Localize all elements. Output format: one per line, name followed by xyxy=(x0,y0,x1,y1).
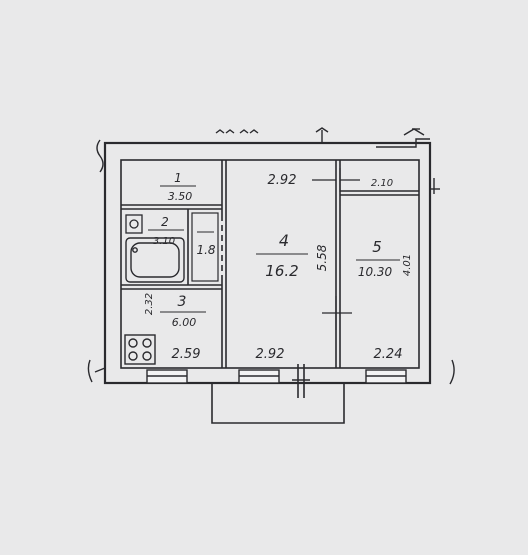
room-4-area: 16.2 xyxy=(265,262,298,280)
room-3-area: 6.00 xyxy=(172,316,197,329)
room-bath-area: 1.8 xyxy=(196,243,215,257)
room-2-number: 2 xyxy=(161,215,169,229)
room-1-number: 1 xyxy=(174,171,182,185)
stove-icon xyxy=(124,334,156,365)
room5-top-width: 2.10 xyxy=(371,178,393,189)
room-3-number: 3 xyxy=(178,294,187,310)
room-1-area: 3.50 xyxy=(168,190,193,203)
room4-length: 5.58 xyxy=(315,244,329,271)
kitchen-length: 2.32 xyxy=(144,293,155,315)
room-1-label: 1 3.50 xyxy=(160,171,196,203)
room-2-label: 2 3.10 xyxy=(148,215,184,247)
kitchen-width: 2.59 xyxy=(172,347,201,362)
room-bath-label: 1.8 xyxy=(196,231,216,257)
bottom-windows xyxy=(146,369,407,384)
room5-bottom-width: 2.24 xyxy=(374,347,403,362)
room-5-number: 5 xyxy=(372,238,382,256)
bathtub-icon xyxy=(125,237,185,283)
room-5-label: 5 10.30 xyxy=(356,238,400,279)
room-3-label: 3 6.00 xyxy=(160,294,206,329)
room4-top-width: 2.92 xyxy=(268,173,297,188)
room-4-label: 4 16.2 xyxy=(256,231,308,280)
dimension-lines xyxy=(312,168,360,330)
room-2-area: 3.10 xyxy=(153,236,175,247)
wc-outline xyxy=(191,212,219,282)
room-4-number: 4 xyxy=(279,231,289,250)
left-wall-extension xyxy=(87,139,455,385)
balcony xyxy=(211,364,345,424)
room-5-area: 10.30 xyxy=(358,265,393,279)
top-wall-marks xyxy=(215,127,430,148)
room4-bottom-width: 2.92 xyxy=(256,347,285,362)
sink-icon xyxy=(125,214,143,234)
room5-length: 4.01 xyxy=(402,254,413,276)
